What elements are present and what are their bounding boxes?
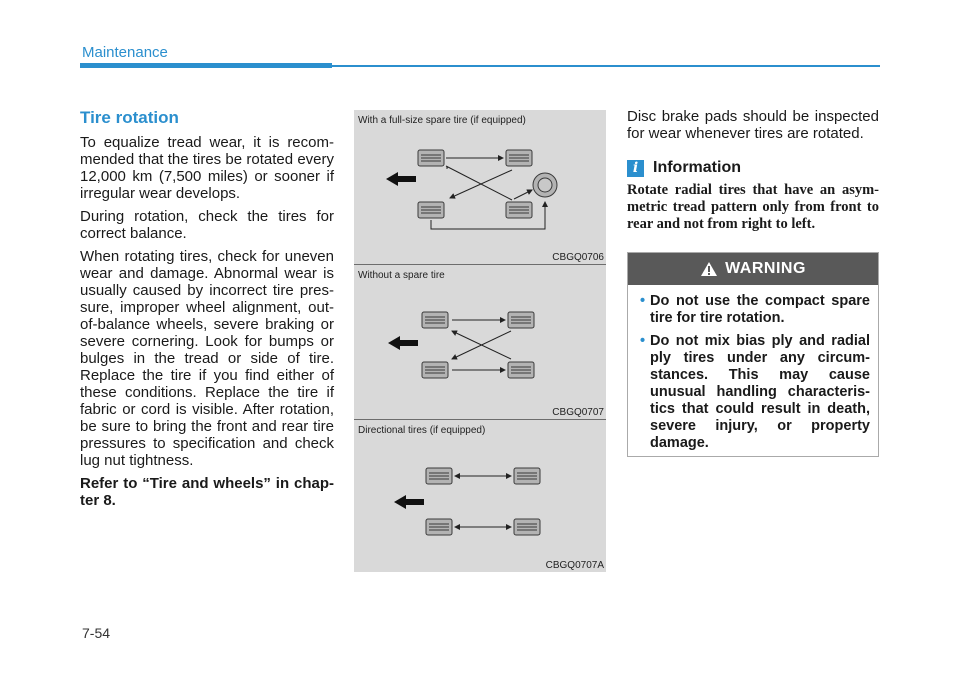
tire-rear-left-icon	[417, 201, 445, 219]
tire-front-right-icon	[507, 311, 535, 329]
warning-triangle-icon	[701, 262, 718, 276]
warning-item-text: Do not use the compact spare tire for ti…	[650, 293, 870, 326]
paragraph-2: During rotation, check the tires for cor…	[80, 208, 334, 242]
warning-box: WARNING • Do not use the compact spare t…	[627, 252, 879, 457]
tire-rear-left-icon	[425, 518, 453, 536]
tire-rear-right-icon	[513, 518, 541, 536]
info-icon: i	[627, 159, 644, 177]
tire-front-left-icon	[417, 149, 445, 167]
warning-item: • Do not mix bias ply and radial ply tir…	[640, 333, 870, 452]
bullet: •	[640, 293, 646, 309]
direction-arrow-icon	[388, 336, 418, 350]
brake-pad-note: Disc brake pads should be inspected for …	[627, 108, 879, 142]
paragraph-1: To equalize tread wear, it is recom-mend…	[80, 134, 334, 202]
tire-front-left-icon	[421, 311, 449, 329]
figure-divider	[354, 264, 606, 265]
information-title: Information	[653, 159, 741, 176]
page-number: 7-54	[82, 625, 111, 641]
right-column: Disc brake pads should be inspected for …	[627, 108, 879, 233]
tire-rear-right-icon	[505, 201, 533, 219]
warning-list: • Do not use the compact spare tire for …	[640, 293, 870, 452]
figure-caption: With a full-size spare tire (if equipped…	[358, 115, 526, 126]
figure-full-size-spare: With a full-size spare tire (if equipped…	[354, 110, 606, 264]
warning-title: WARNING	[725, 260, 806, 277]
figure-caption: Directional tires (if equipped)	[358, 425, 486, 436]
tire-rear-left-icon	[421, 361, 449, 379]
warning-header: WARNING	[628, 253, 878, 285]
figure-caption: Without a spare tire	[358, 270, 445, 281]
figure-directional: Directional tires (if equipped) CBGQ0707…	[354, 420, 606, 572]
header-rule-thin	[332, 65, 880, 67]
figure-without-spare: Without a spare tire CBGQ0707	[354, 265, 606, 419]
figure-code: CBGQ0707	[552, 407, 604, 418]
tire-rear-right-icon	[507, 361, 535, 379]
figure-divider	[354, 419, 606, 420]
section-label: Maintenance	[82, 44, 168, 61]
reference-note: Refer to “Tire and wheels” in chap-ter 8…	[80, 475, 334, 509]
rotation-diagram-spare	[386, 149, 558, 230]
direction-arrow-icon	[394, 495, 424, 509]
left-column: Tire rotation To equalize tread wear, it…	[80, 108, 334, 515]
direction-arrow-icon	[386, 172, 416, 186]
tire-front-left-icon	[425, 467, 453, 485]
header-rule-thick	[80, 63, 332, 68]
rotation-diagram-directional	[394, 467, 541, 536]
figure-code: CBGQ0707A	[545, 560, 604, 571]
warning-item-text: Do not mix bias ply and radial ply tires…	[650, 333, 870, 451]
warning-item: • Do not use the compact spare tire for …	[640, 293, 870, 327]
bullet: •	[640, 333, 646, 349]
figure-code: CBGQ0706	[552, 252, 604, 263]
information-heading: i Information	[627, 159, 879, 177]
information-text: Rotate radial tires that have an asym-me…	[627, 182, 879, 232]
tire-front-right-icon	[513, 467, 541, 485]
rotation-diagram-no-spare	[388, 311, 535, 379]
paragraph-3: When rotating tires, check for uneven we…	[80, 248, 334, 469]
section-heading: Tire rotation	[80, 108, 179, 127]
tire-front-right-icon	[505, 149, 533, 167]
